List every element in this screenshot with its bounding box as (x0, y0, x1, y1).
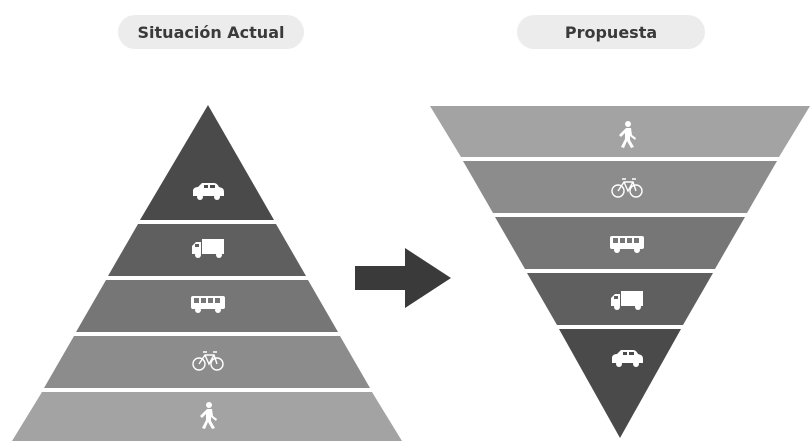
current-level-car (140, 105, 274, 220)
header-proposal-label: Propuesta (564, 22, 658, 42)
proposed-level-pedestrian (430, 106, 810, 157)
current-pyramid (12, 105, 402, 441)
proposed-pyramid (430, 106, 810, 438)
header-current-situation: Situación Actual (118, 15, 304, 49)
proposed-level-car (559, 329, 681, 438)
right-arrow-icon (355, 248, 451, 308)
header-current-situation-label: Situación Actual (137, 22, 285, 42)
header-proposal: Propuesta (517, 15, 705, 49)
current-level-bicycle (44, 336, 370, 388)
